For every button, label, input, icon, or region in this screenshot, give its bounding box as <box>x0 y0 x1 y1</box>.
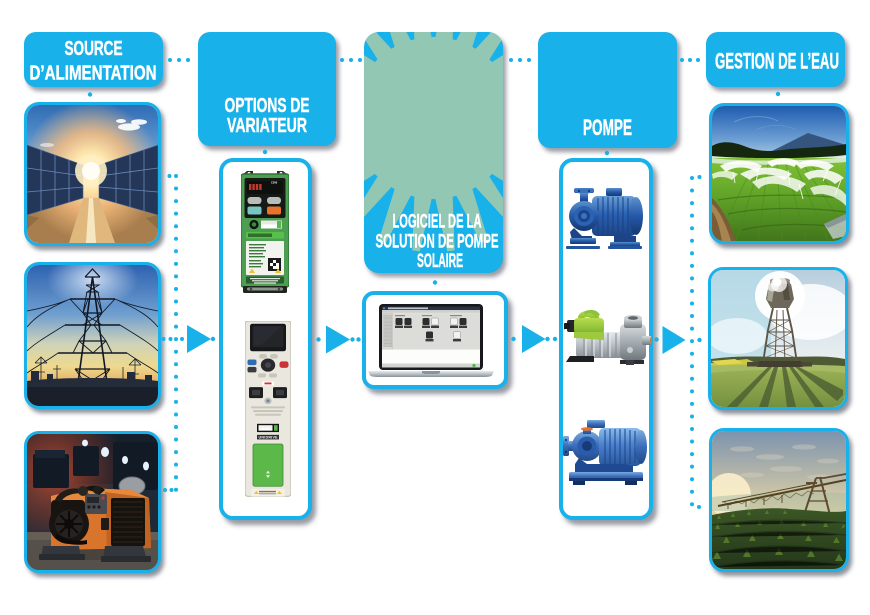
svg-text:LOGICIEL DE LA: LOGICIEL DE LA <box>393 211 482 233</box>
svg-text:SOLAIRE: SOLAIRE <box>417 250 463 272</box>
svg-text:GESTION DE L’EAU: GESTION DE L’EAU <box>715 49 839 74</box>
svg-text:SOURCE: SOURCE <box>65 38 123 60</box>
svg-text:C200: C200 <box>271 180 278 184</box>
svg-text:POMPE: POMPE <box>583 115 632 140</box>
svg-text:D’ALIMENTATION: D’ALIMENTATION <box>30 63 157 85</box>
svg-text:OPTIONS DE: OPTIONS DE <box>225 95 310 117</box>
svg-text:CONTROL: CONTROL <box>260 427 272 431</box>
svg-text:SOLUTION DE POMPE: SOLUTION DE POMPE <box>376 231 499 253</box>
svg-text:UNIDRIVE: UNIDRIVE <box>259 436 279 440</box>
svg-text:VARIATEUR: VARIATEUR <box>227 115 307 137</box>
